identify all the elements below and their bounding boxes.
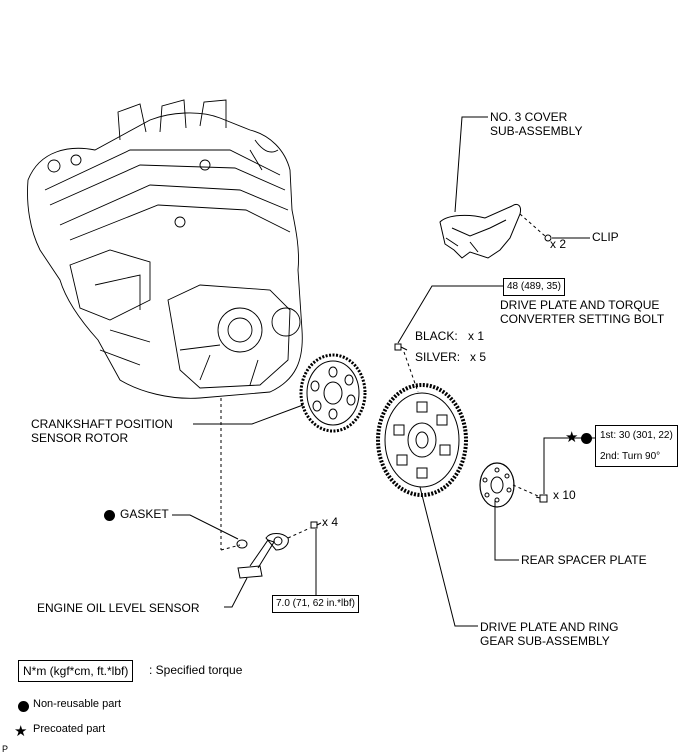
crank-rotor-leader: [193, 404, 304, 425]
spacer-bolt-part: [535, 494, 548, 503]
rear-spacer-label: REAR SPACER PLATE: [521, 553, 647, 567]
rear-spacer-part: [479, 462, 515, 508]
drive-plate-leader: [419, 486, 478, 627]
clip-part: [544, 234, 552, 242]
clip-label: CLIP: [592, 230, 619, 244]
gasket-label: GASKET: [120, 507, 169, 521]
silver-label: SILVER:: [415, 350, 461, 364]
oil-sensor-leader: [224, 577, 248, 608]
black-label: BLACK:: [415, 329, 458, 343]
crankshaft-rotor-part: [299, 353, 367, 433]
oil-sensor-label: ENGINE OIL LEVEL SENSOR: [37, 601, 200, 615]
legend-torque-text: : Specified torque: [149, 663, 243, 677]
crank-rotor-label: CRANKSHAFT POSITION SENSOR ROTOR: [31, 417, 173, 445]
spacer-dashed-line: [512, 484, 539, 497]
clip-dashed-line: [519, 213, 546, 237]
gasket-part: [236, 539, 248, 549]
legend-non-reusable-icon: [18, 701, 29, 712]
black-qty: x 1: [468, 329, 485, 343]
no3-cover-part: [439, 203, 521, 259]
no3-cover-leader: [454, 116, 488, 213]
legend-torque-box: N*m (kgf*cm, ft.*lbf): [18, 660, 134, 682]
rear-spacer-leader: [494, 500, 519, 561]
oil-sensor-torque-box: 7.0 (71, 62 in.*lbf): [272, 595, 359, 613]
sensor-bolt-qty: x 4: [322, 515, 339, 529]
precoated-star-icon: ★: [565, 429, 579, 446]
no3-cover-label: NO. 3 COVER SUB-ASSEMBLY: [490, 110, 583, 138]
non-reusable-dot-icon: [581, 433, 592, 444]
spacer-torque-leader: [543, 437, 596, 494]
legend-precoated-icon: ★: [14, 723, 28, 740]
drive-bolt-leader: [397, 285, 505, 344]
drive-bolt-torque-box: 48 (489, 35): [503, 278, 565, 296]
drive-bolt-label: DRIVE PLATE AND TORQUE CONVERTER SETTING…: [500, 298, 665, 326]
drive-plate-ring-label: DRIVE PLATE AND RING GEAR SUB-ASSEMBLY: [480, 620, 619, 648]
drive-plate-bolt-part: [394, 343, 408, 351]
gasket-leader: [172, 514, 239, 540]
oil-level-sensor-part: [237, 533, 289, 579]
sensor-bolt-dashed-line: [287, 527, 311, 539]
legend-non-reusable-text: Non-reusable part: [33, 698, 122, 710]
spacer-bolt-qty: x 10: [553, 488, 576, 502]
legend-precoated-text: Precoated part: [33, 723, 106, 735]
spacer-torque-box: 1st: 30 (301, 22) 2nd: Turn 90°: [595, 425, 678, 467]
drive-bolt-dashed-line: [403, 351, 419, 393]
drive-plate-part: [376, 383, 468, 497]
silver-qty: x 5: [470, 350, 487, 364]
gasket-dot-icon: [104, 510, 115, 521]
sensor-bolt-part: [310, 521, 322, 529]
clip-qty: x 2: [550, 237, 567, 251]
engine-assembly: [27, 99, 303, 399]
page-marker: P: [2, 744, 9, 754]
